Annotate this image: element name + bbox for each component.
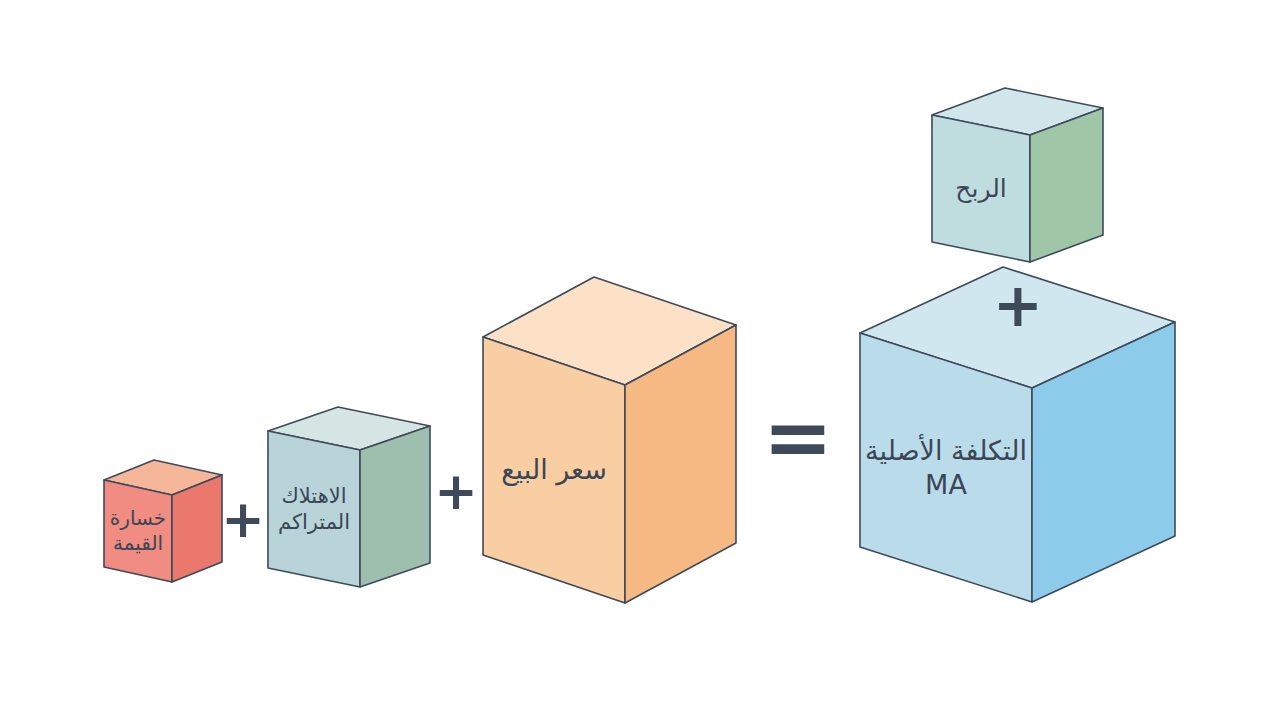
cube-block: سعر البيع [481, 275, 738, 605]
cube-right-face [1030, 108, 1103, 262]
cube-block: الربح [930, 86, 1105, 264]
equals-sign: = [763, 395, 833, 479]
plus-sign: + [221, 493, 265, 545]
cube-label: الربح [955, 173, 1006, 204]
cube-left-face [932, 115, 1030, 262]
cube-label: الاهتلاك المتراكم [272, 483, 356, 536]
cube-left-face [268, 431, 360, 587]
cube-block: خسارة القيمة [102, 458, 224, 584]
cube-label-box: خسارة القيمة [108, 488, 168, 575]
cube-right-face [625, 325, 736, 603]
cube-block: الاهتلاك المتراكم [266, 405, 432, 589]
plus-sign: + [434, 465, 478, 517]
cube-label-box: سعر البيع [487, 361, 621, 579]
cube-label-box: التكلفة الأصلية MA [864, 361, 1028, 575]
cube-right-face [172, 475, 222, 582]
cube-label: التكلفة الأصلية MA [864, 434, 1028, 502]
cube-left-face [483, 337, 625, 603]
cube-label-box: الربح [936, 125, 1026, 252]
cube-label: خسارة القيمة [108, 506, 168, 556]
cube-outline [481, 275, 738, 605]
cube-left-face [860, 333, 1032, 602]
cube-left-face [104, 480, 172, 582]
cube-right-face [360, 426, 430, 587]
plus-sign: + [993, 275, 1043, 335]
cube-label-box: الاهتلاك المتراكم [272, 441, 356, 578]
cube-right-face [1032, 322, 1175, 602]
cube-label: سعر البيع [501, 453, 607, 487]
